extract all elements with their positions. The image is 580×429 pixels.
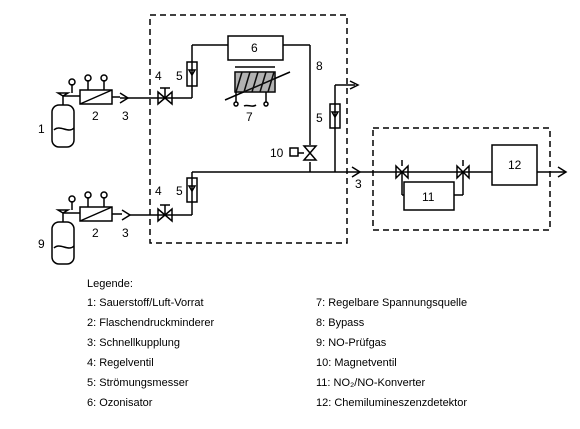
legend-item: 10: Magnetventil [316, 357, 397, 369]
label-3-outlet: 3 [355, 177, 362, 191]
bottom-coupling-icon [121, 209, 132, 221]
legend-item: 3: Schnellkupplung [87, 337, 180, 349]
detector-outlet-arrow [557, 166, 568, 178]
label-4-top: 4 [155, 69, 162, 83]
label-7: 7 [246, 110, 253, 124]
no-gas-cylinder-icon [51, 209, 75, 265]
bottom-pressure-regulator-icon [63, 191, 122, 222]
label-3-bottom: 3 [122, 226, 129, 240]
converter-box [403, 181, 455, 211]
label-2-bottom: 2 [92, 226, 99, 240]
label-8: 8 [316, 59, 323, 73]
label-9: 9 [38, 237, 45, 251]
bypass-outlet-arrow [349, 80, 360, 90]
bottom-control-valve-icon [157, 204, 173, 223]
voltage-source-icon [224, 66, 291, 107]
label-3-top: 3 [122, 109, 129, 123]
legend-title: Legende: [87, 278, 133, 290]
detector-box [491, 144, 538, 186]
bypass-flowmeter-icon [329, 103, 341, 129]
quick-coupling-icon [119, 92, 130, 104]
legend-item: 7: Regelbare Spannungsquelle [316, 297, 468, 309]
legend-item: 8: Bypass [316, 317, 365, 329]
label-5-bottom: 5 [176, 184, 183, 198]
label-12: 12 [508, 158, 522, 172]
label-4-bottom: 4 [155, 184, 162, 198]
label-5-bypass: 5 [316, 111, 323, 125]
label-11: 11 [422, 190, 435, 204]
legend-right-column: 7: Regelbare Spannungsquelle 8: Bypass 9… [316, 293, 467, 413]
legend-left-column: 1: Sauerstoff/Luft-Vorrat 2: Flaschendru… [87, 293, 214, 413]
label-10: 10 [270, 146, 284, 160]
control-valve-icon [157, 87, 173, 106]
outlet-coupling-icon [351, 166, 362, 178]
bottom-flowmeter-icon [186, 177, 198, 203]
legend-item: 9: NO-Prüfgas [316, 337, 387, 349]
legend-item: 12: Chemilumineszenzdetektor [316, 397, 468, 409]
legend-item: 5: Strömungsmesser [87, 377, 189, 389]
oxygen-cylinder-icon [51, 92, 75, 148]
label-6: 6 [251, 41, 258, 55]
label-1: 1 [38, 122, 45, 136]
solenoid-valve-icon [289, 145, 318, 161]
legend-item: 6: Ozonisator [87, 397, 153, 409]
legend-item: 2: Flaschendruckminderer [87, 317, 215, 329]
pressure-regulator-icon [63, 74, 120, 105]
analyzer-inlet-valve-icon [395, 160, 409, 180]
legend-item: 11: NO₂/NO-Konverter [316, 377, 426, 389]
ozonizer-box [227, 35, 284, 61]
legend-item: 4: Regelventil [87, 357, 154, 369]
legend-item: 1: Sauerstoff/Luft-Vorrat [87, 297, 204, 309]
gas-mixing-enclosure [149, 14, 348, 244]
label-5-top: 5 [176, 69, 183, 83]
flowmeter-icon [186, 61, 198, 87]
analyzer-outlet-valve-icon [456, 160, 470, 180]
label-2-top: 2 [92, 109, 99, 123]
flow-diagram: 1 2 3 4 5 6 7 8 5 10 3 4 5 9 2 3 11 12 [38, 14, 568, 265]
